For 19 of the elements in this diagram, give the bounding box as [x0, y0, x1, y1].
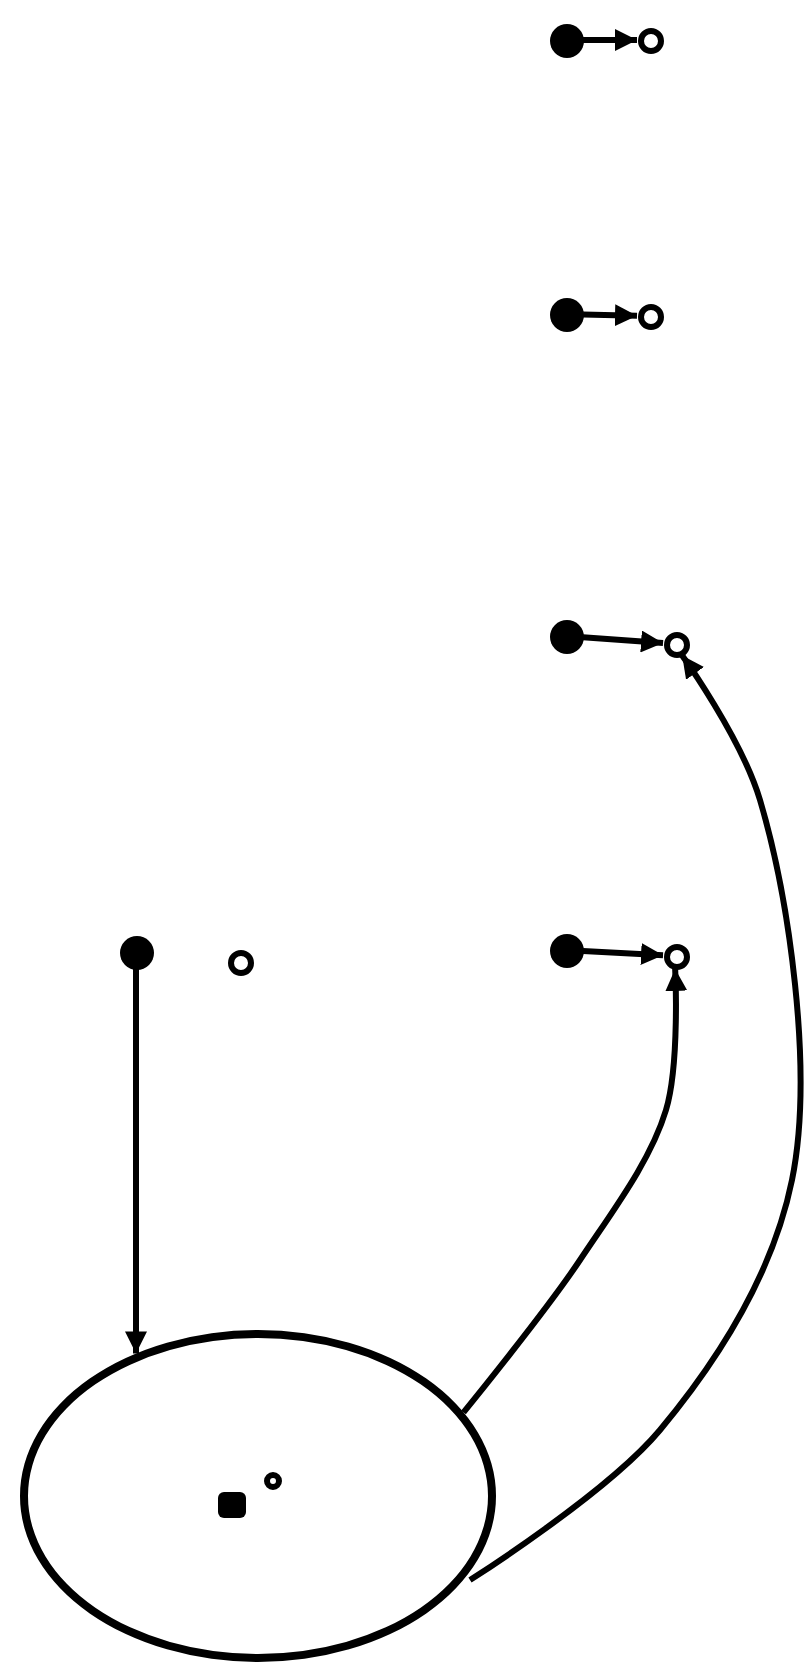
arrow [582, 943, 664, 966]
filled-dot [549, 619, 583, 653]
filled-dot [549, 23, 583, 57]
arrow [583, 29, 637, 51]
filled-dot [119, 935, 153, 969]
arrow [582, 304, 638, 327]
arrow [125, 969, 147, 1354]
open-circle [637, 303, 663, 329]
open-circle [637, 27, 663, 53]
open-circle [663, 943, 689, 969]
filled-dot [549, 297, 583, 331]
arrow [461, 968, 688, 1415]
filled-dot [549, 933, 583, 967]
arrow [468, 653, 804, 1583]
filled-square [218, 1491, 246, 1517]
open-circle [663, 631, 689, 657]
open-circle [263, 1471, 281, 1489]
arrow [582, 630, 664, 653]
open-circle [227, 949, 253, 975]
